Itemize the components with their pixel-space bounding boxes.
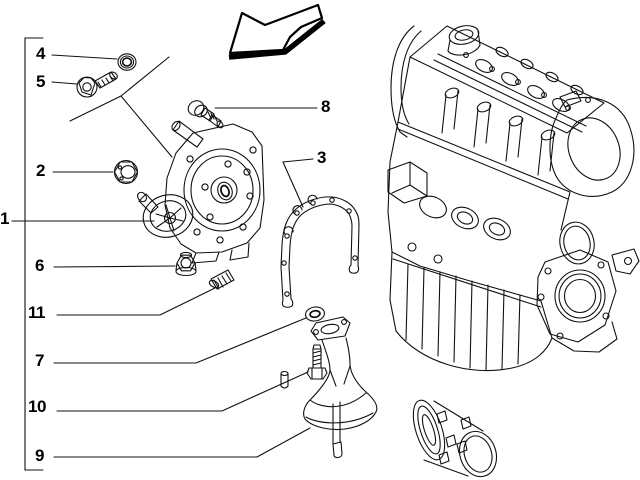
callout-10: 10 (28, 397, 46, 416)
pump-rotor-housing (137, 191, 194, 238)
callout-5: 5 (36, 72, 45, 91)
flanged-nut-part (175, 251, 197, 277)
collar-nut-part (113, 159, 139, 185)
pin-part (280, 370, 289, 389)
mounting-lug (611, 248, 640, 275)
oil-pump-drawing (137, 120, 265, 264)
spark-plug-wells (441, 87, 556, 176)
callout-11: 11 (28, 303, 45, 322)
oil-pressure-sensor-part (187, 100, 224, 129)
callout-bracket-line (24, 37, 44, 471)
callout-4: 4 (36, 44, 45, 63)
rear-seal-flange (536, 249, 617, 343)
filter-grip-pads (436, 410, 472, 465)
oring-part (305, 306, 325, 322)
cylinder-bosses (419, 195, 511, 241)
gasket-bolt-holes (281, 194, 358, 297)
callout-1: 1 (0, 209, 9, 228)
callout-9: 9 (35, 446, 44, 465)
water-pump-housing (549, 96, 635, 197)
stud-part (208, 269, 235, 290)
pump-bolt-heads (186, 146, 257, 244)
callout-8: 8 (321, 97, 330, 116)
gasket-drawing (280, 194, 360, 308)
pickup-bolt-part (306, 344, 328, 380)
direction-arrow-icon (228, 3, 326, 60)
engine-block-drawing (387, 25, 640, 372)
seal-washer-part (117, 53, 137, 71)
oil-pan (389, 251, 553, 372)
oil-filter-drawing (412, 399, 498, 478)
pump-feet (191, 242, 250, 264)
pump-pipe (172, 120, 204, 148)
oil-pickup-tube-drawing (303, 316, 378, 459)
callout-6: 6 (35, 256, 44, 275)
callout-2: 2 (36, 161, 45, 180)
callout-3: 3 (317, 148, 326, 167)
head-top-holes (463, 46, 591, 112)
bolt-part (76, 71, 118, 98)
callout-7: 7 (35, 351, 44, 370)
leader-lines (11, 54, 318, 458)
